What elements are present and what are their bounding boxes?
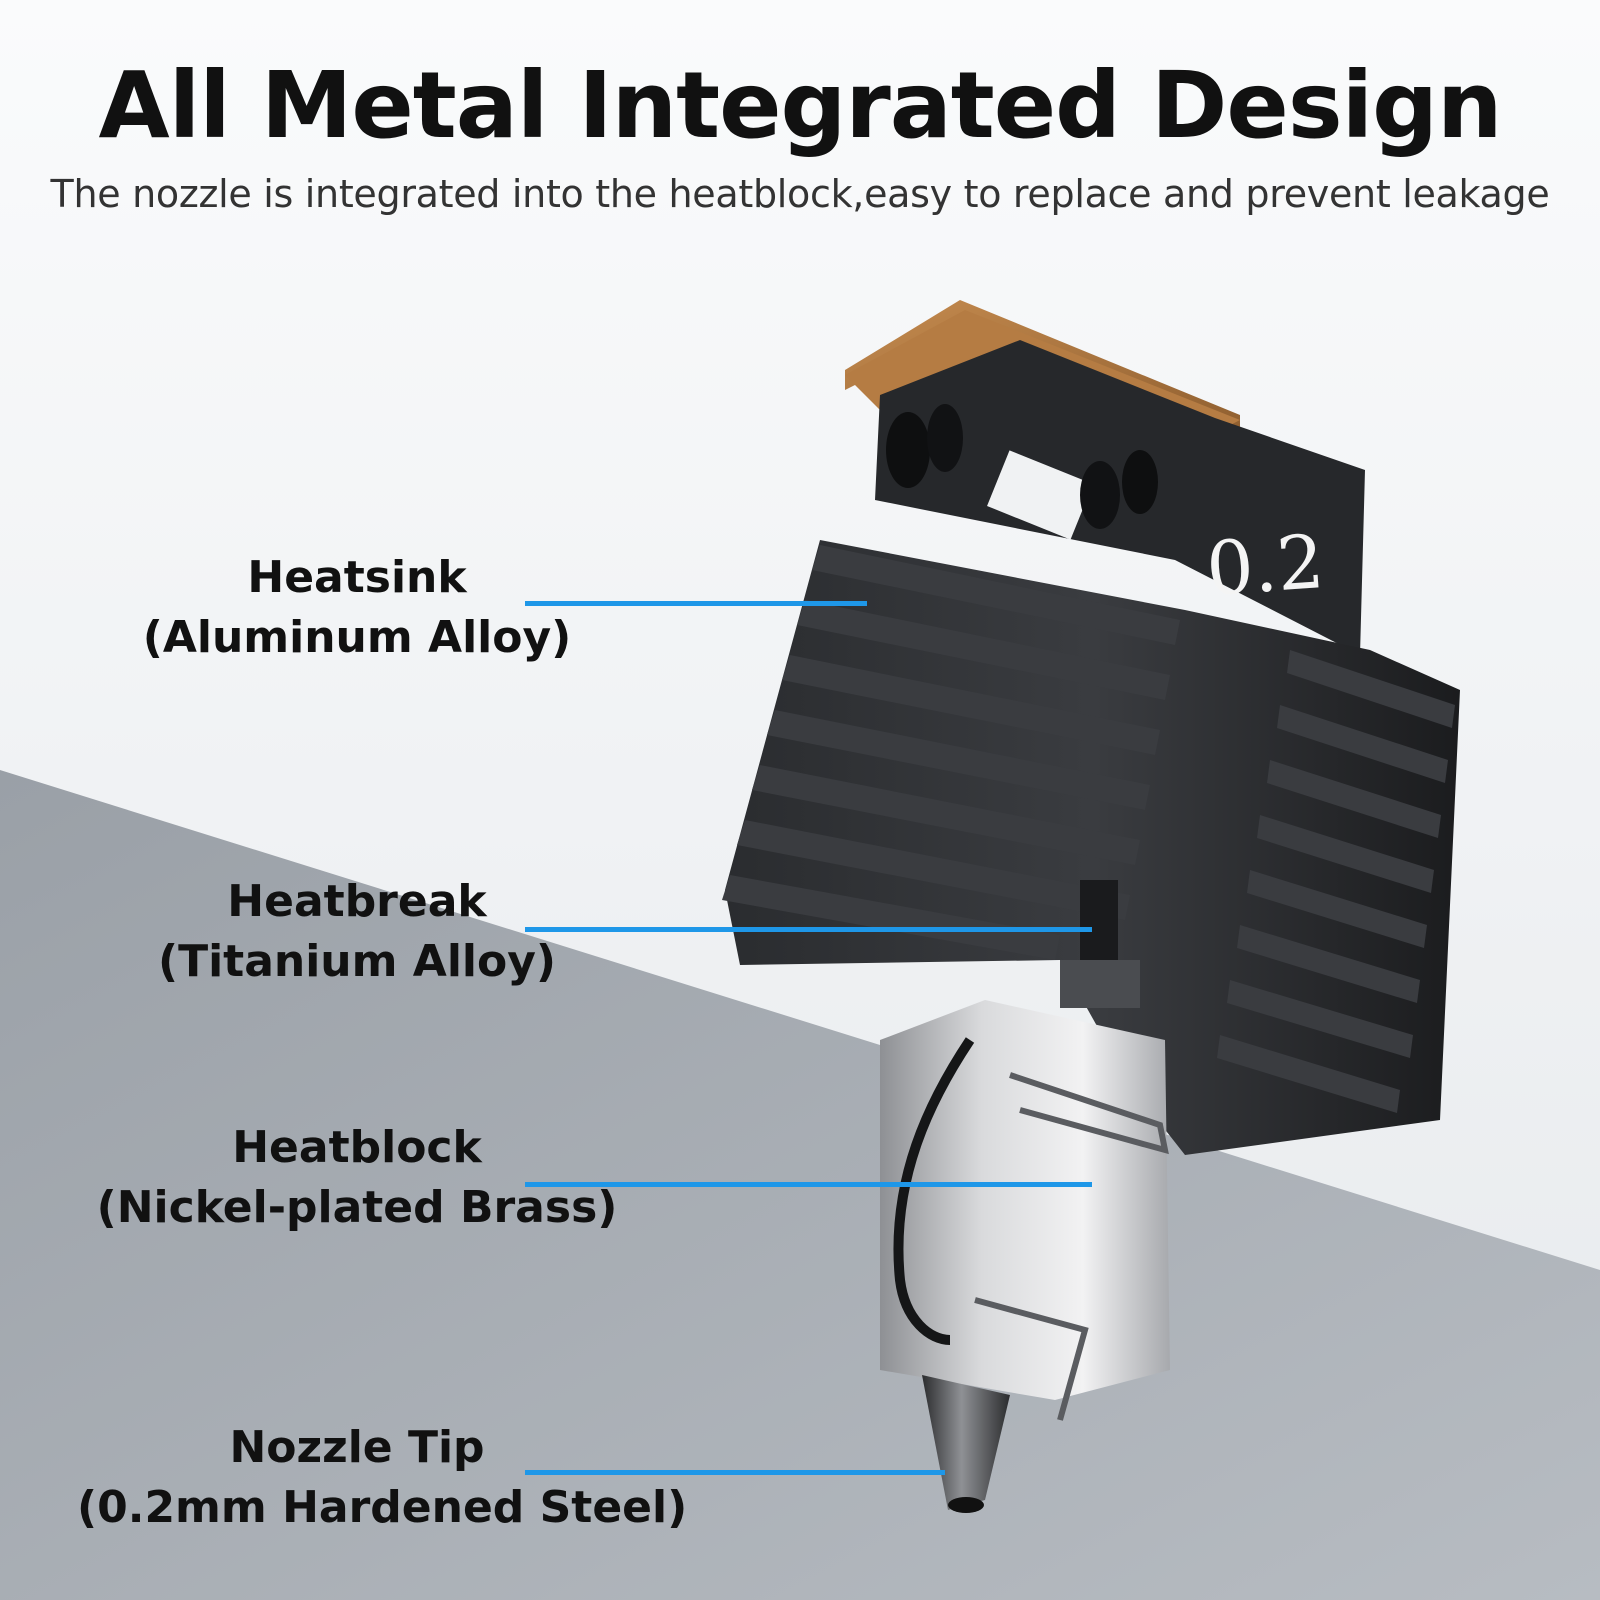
callout-heatsink-material: (Aluminum Alloy): [142, 612, 572, 663]
callout-heatblock-line: [525, 1182, 1092, 1187]
callout-heatbreak-line: [525, 927, 1092, 932]
callout-heatsink: Heatsink (Aluminum Alloy): [77, 548, 637, 668]
callout-heatbreak-name: Heatbreak: [227, 876, 487, 927]
heatsink-mount: [875, 340, 1365, 655]
callout-heatbreak-material: (Titanium Alloy): [157, 936, 557, 987]
nozzle-tip: [922, 1375, 1010, 1510]
callout-heatbreak: Heatbreak (Titanium Alloy): [77, 872, 637, 992]
mount-slot: [987, 450, 1093, 540]
screw-hole-right: [1080, 461, 1120, 529]
page-subtitle: The nozzle is integrated into the heatbl…: [50, 172, 1550, 216]
callout-nozzle-tip-material: (0.2mm Hardened Steel): [77, 1482, 688, 1533]
callout-heatsink-name: Heatsink: [247, 552, 467, 603]
callout-heatsink-line: [525, 601, 867, 606]
heater-wire: [893, 1037, 975, 1345]
nozzle-size-marking: 0.2: [1204, 519, 1327, 613]
callout-nozzle-tip: Nozzle Tip (0.2mm Hardened Steel): [77, 1418, 688, 1538]
callout-nozzle-tip-name: Nozzle Tip: [229, 1422, 485, 1473]
heatbreak-tube: [1080, 880, 1118, 970]
callout-nozzle-tip-line: [525, 1470, 945, 1475]
callout-heatblock: Heatblock (Nickel-plated Brass): [77, 1118, 637, 1238]
heatsink-fins-left: [722, 545, 1180, 960]
screw-hole-left: [886, 412, 930, 488]
callout-heatblock-name: Heatblock: [232, 1122, 482, 1173]
callout-heatblock-material: (Nickel-plated Brass): [96, 1182, 618, 1233]
heatblock: [880, 1000, 1170, 1400]
heatsink-fins-right: [1217, 650, 1455, 1113]
page-title: All Metal Integrated Design: [98, 52, 1503, 159]
heatbreak-collar: [1060, 960, 1140, 1008]
retaining-clip: [974, 1072, 1169, 1421]
